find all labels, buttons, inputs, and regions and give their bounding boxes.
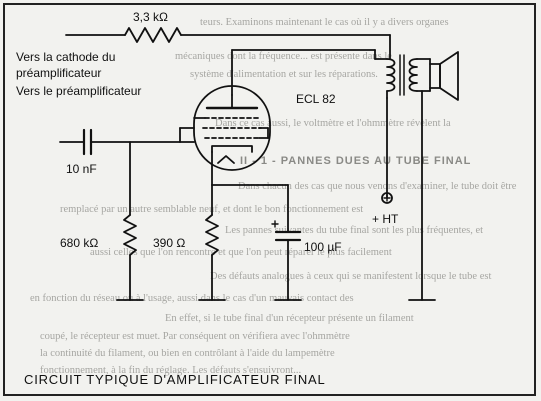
feedback-wire: [66, 28, 390, 59]
background-text-line: Des défauts analogues à ceux qui se mani…: [210, 271, 492, 282]
background-text-line: Les pannes suivantes du tube final sont …: [225, 225, 484, 236]
loudspeaker: [430, 52, 458, 100]
input-wire: [60, 128, 194, 215]
background-text-line: teurs. Examinons maintenant le cas où il…: [200, 17, 449, 28]
cathode-capacitor-label: 100 µF: [304, 240, 342, 254]
cathode-resistor-label: 390 Ω: [153, 236, 186, 250]
ht-terminal: [382, 193, 392, 203]
background-text-line: mécaniques dont la fréquence... est prés…: [175, 51, 392, 62]
background-text-line: aussi celles que l'on rencontre et que l…: [90, 247, 392, 258]
background-text-line: fonctionnement, à la fin du réglage. Les…: [40, 365, 302, 376]
figure-caption: CIRCUIT TYPIQUE D'AMPLIFICATEUR FINAL: [24, 372, 326, 387]
plate-wire: [232, 50, 375, 95]
output-transformer: [375, 55, 430, 300]
background-text-line: la continuité du filament, ou bien en co…: [40, 348, 335, 359]
feedback-resistor-label: 3,3 kΩ: [133, 10, 168, 24]
cathode-network: [199, 185, 301, 300]
vacuum-tube: [180, 86, 270, 185]
background-text-line: Dans ce cas aussi, le voltmètre et l'ohm…: [215, 118, 451, 129]
tube-label: ECL 82: [296, 92, 336, 106]
grid-resistor-label: 680 kΩ: [60, 236, 99, 250]
to-cathode-label-cont: préamplificateur: [16, 66, 102, 80]
background-text-line: en fonction du réseau ou à l'usage, auss…: [30, 293, 354, 304]
background-text-line: Dans chacun des cas que nous venons d'ex…: [238, 181, 517, 192]
to-preamp-label: Vers le préamplificateur: [16, 84, 142, 98]
figure-frame: [3, 3, 536, 396]
ht-label: + HT: [372, 212, 399, 226]
grid-resistor: [117, 215, 143, 300]
background-heading: II - 1 - PANNES DUES AU TUBE FINAL: [240, 155, 472, 167]
background-text-line: coupé, le récepteur est muet. Par conséq…: [40, 331, 350, 342]
background-text-line: En effet, si le tube final d'un récepteu…: [165, 313, 414, 324]
background-text-line: système d'alimentation et sur les répara…: [190, 69, 378, 80]
coupling-capacitor-label: 10 nF: [66, 162, 97, 176]
to-cathode-label: Vers la cathode du: [16, 50, 116, 64]
